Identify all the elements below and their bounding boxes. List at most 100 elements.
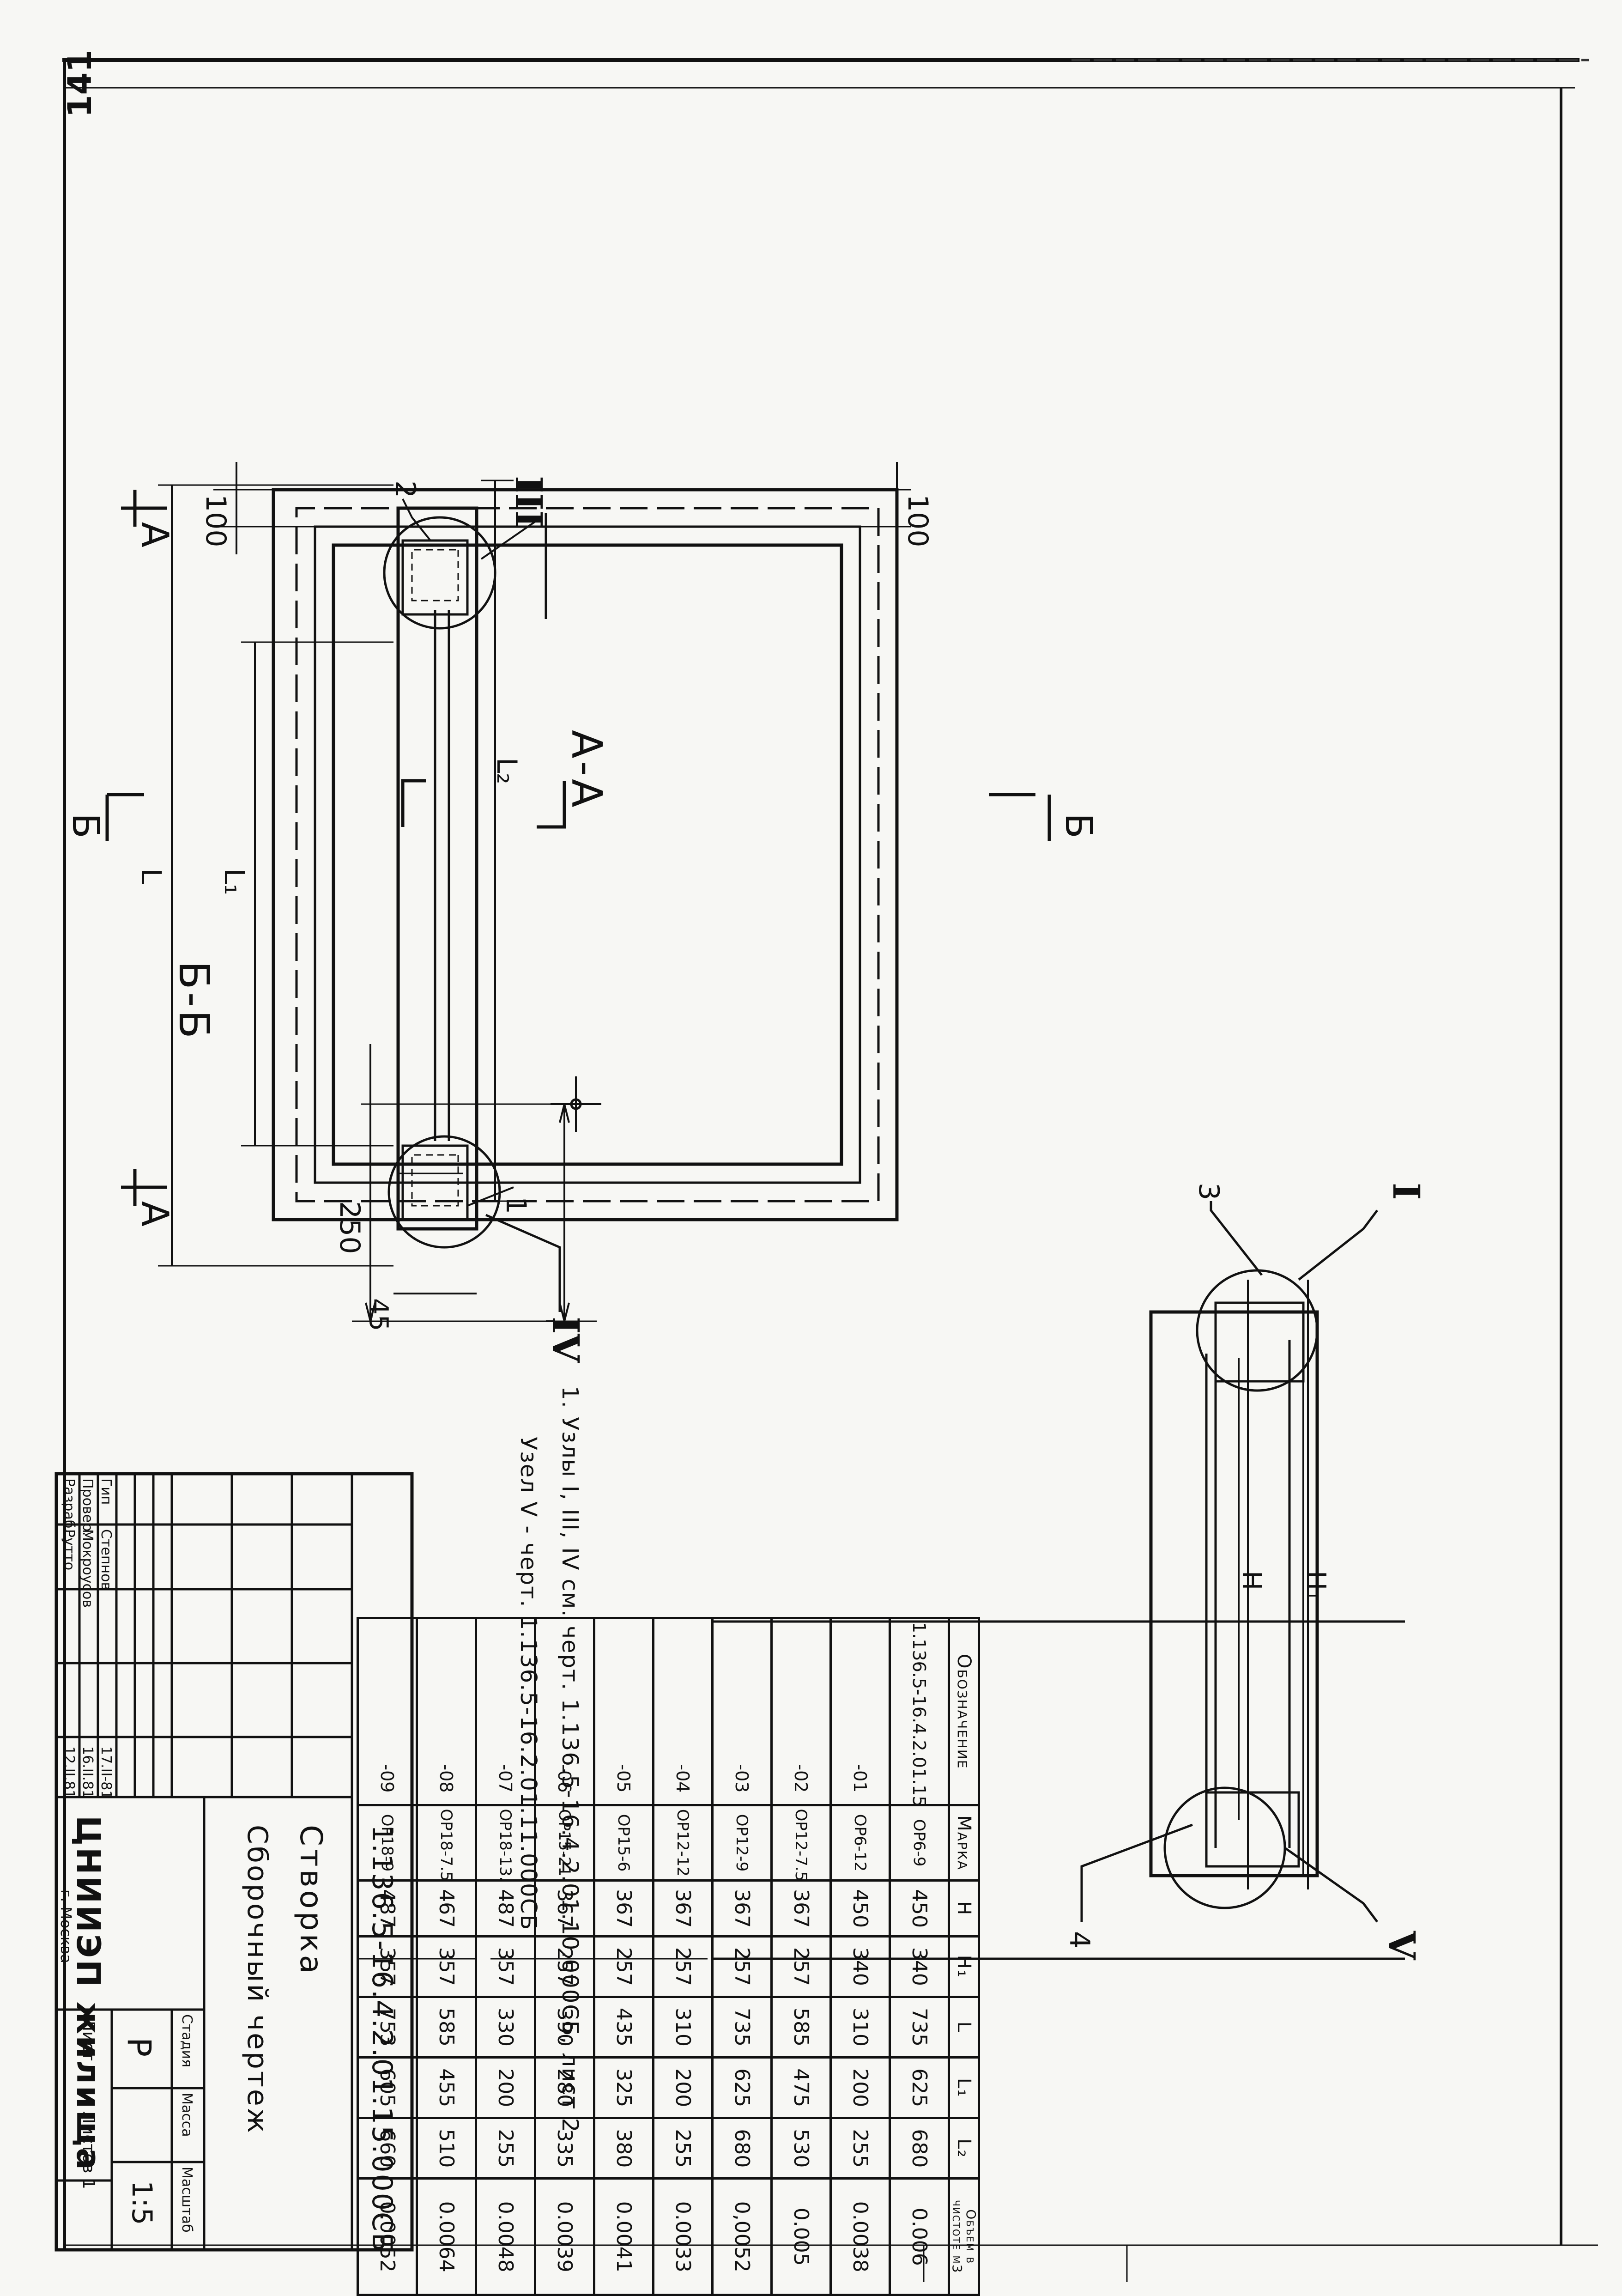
cell-l1: 625: [890, 2057, 949, 2118]
cell-l2: 255: [830, 2118, 890, 2179]
cell-l1: 475: [771, 2057, 831, 2118]
cell-l2: 380: [594, 2118, 654, 2179]
org-name: ЦНИИЭП жилища: [69, 1816, 107, 2172]
dim-l: L: [135, 869, 167, 884]
signature-name: Степнов: [98, 1529, 114, 1591]
col-h: Н: [949, 1880, 979, 1937]
scale-value: 1:5: [126, 2181, 158, 2225]
drawing-subtitle: Сборочный чертеж: [241, 1825, 273, 2135]
cut-a-left-label: А: [133, 522, 176, 547]
cell-volume: 0.0048: [476, 2178, 535, 2295]
dim-100-bottom: 100: [902, 494, 934, 547]
cell-mark: ОР18-7.5: [417, 1805, 476, 1881]
cell-designation: -01: [830, 1618, 890, 1805]
cell-designation: -05: [594, 1618, 654, 1805]
org-city: г. Москва: [57, 1889, 75, 1963]
cell-mark: ОР12-12: [653, 1805, 713, 1881]
section-aa-label: А-А: [562, 730, 611, 810]
document-code: 1.136.5-16.4.2.01.15.000СБ: [366, 1825, 398, 2253]
cell-h1: 357: [417, 1936, 476, 1997]
callout-node-iii: III: [507, 476, 551, 528]
cell-h1: 257: [771, 1936, 831, 1997]
cell-h: 367: [653, 1880, 713, 1937]
drawing-title: Створка: [293, 1825, 329, 1977]
col-designation: Обозначение: [949, 1618, 979, 1805]
signature-date: 17.II-81: [98, 1746, 114, 1799]
section-bb-label: Б-Б: [169, 961, 218, 1041]
cell-volume: 0.0039: [535, 2178, 594, 2295]
col-volume: Объем в чистоте м3: [949, 2178, 979, 2295]
callout-node-i: I: [1385, 1183, 1428, 1200]
cell-l: 330: [476, 1997, 535, 2058]
cell-l1: 325: [594, 2057, 654, 2118]
spec-table-header-row: Обозначение Марка Н Н₁ L L₁ L₂ Объем в ч…: [949, 1618, 979, 2295]
cell-h1: 257: [712, 1936, 772, 1997]
cell-l: 735: [712, 1997, 772, 2058]
signature-role: Провер.: [79, 1478, 96, 1536]
col-h1: Н₁: [949, 1936, 979, 1997]
cell-volume: 0.005: [771, 2178, 831, 2295]
col-mark: Марка: [949, 1805, 979, 1881]
title-block: 1.136.5-16.4.2.01.15.000СБ Створка Сборо…: [56, 1474, 412, 2253]
col-l1: L₁: [949, 2057, 979, 2118]
cell-volume: 0.0064: [417, 2178, 476, 2295]
cell-l2: 680: [712, 2118, 772, 2179]
cell-volume: 0.006: [890, 2178, 949, 2295]
cell-designation: -04: [653, 1618, 713, 1805]
cell-l: 435: [594, 1997, 654, 2058]
section-aa: [158, 480, 561, 1312]
cell-h: 367: [771, 1880, 831, 1937]
cell-h: 367: [712, 1880, 772, 1937]
section-bb: [1080, 1201, 1378, 1923]
scale-label: Масштаб: [179, 2167, 195, 2233]
cell-h: 367: [594, 1880, 654, 1937]
dim-h1: Н₁: [1301, 1571, 1331, 1601]
signature-role: Гип: [98, 1478, 114, 1505]
col-l: L: [949, 1997, 979, 2058]
note-line-2: Узел V - черт. 1.136.5-16.2.01.11.000СБ: [515, 1437, 541, 1931]
cell-volume: 0.0033: [653, 2178, 713, 2295]
cell-l1: 200: [476, 2057, 535, 2118]
cell-l2: 530: [771, 2118, 831, 2179]
cut-b-bottom-label: Б: [64, 813, 107, 838]
cell-volume: 0.0038: [830, 2178, 890, 2295]
cell-volume: 0,0052: [712, 2178, 772, 2295]
signature-date: 16.II.81: [79, 1746, 96, 1799]
cell-h1: 257: [653, 1936, 713, 1997]
dim-l2: L₂: [490, 758, 523, 784]
dim-100-top: 100: [200, 494, 232, 547]
cell-l2: 510: [417, 2118, 476, 2179]
cell-designation: 1.136.5-16.4.2.01.15.000: [890, 1618, 949, 1805]
cell-mark: ОР12-7.5: [771, 1805, 831, 1881]
col-l2: L₂: [949, 2118, 979, 2179]
cell-designation: -03: [712, 1618, 772, 1805]
cell-mark: ОР6-12: [830, 1805, 890, 1881]
cell-mark: ОР12-9: [712, 1805, 772, 1881]
signature-date: 12.II.81: [61, 1746, 77, 1799]
cell-l: 735: [890, 1997, 949, 2058]
signature-name: Рутто: [61, 1529, 77, 1571]
spec-table-grid: Обозначение Марка Н Н₁ L L₁ L₂ Объем в ч…: [357, 1617, 980, 2296]
cut-b-top-label: Б: [1057, 813, 1100, 838]
cell-designation: -02: [771, 1618, 831, 1805]
cell-l1: 625: [712, 2057, 772, 2118]
stage-label: Стадия: [179, 2014, 195, 2068]
dim-h: Н: [1236, 1571, 1266, 1591]
cell-l2: 255: [476, 2118, 535, 2179]
signature-role: Разраб.: [61, 1478, 77, 1533]
callout-pos-1: 1: [500, 1197, 532, 1215]
title-block-grid: [56, 1474, 353, 2250]
cell-l1: 455: [417, 2057, 476, 2118]
cell-designation: -08: [417, 1618, 476, 1805]
